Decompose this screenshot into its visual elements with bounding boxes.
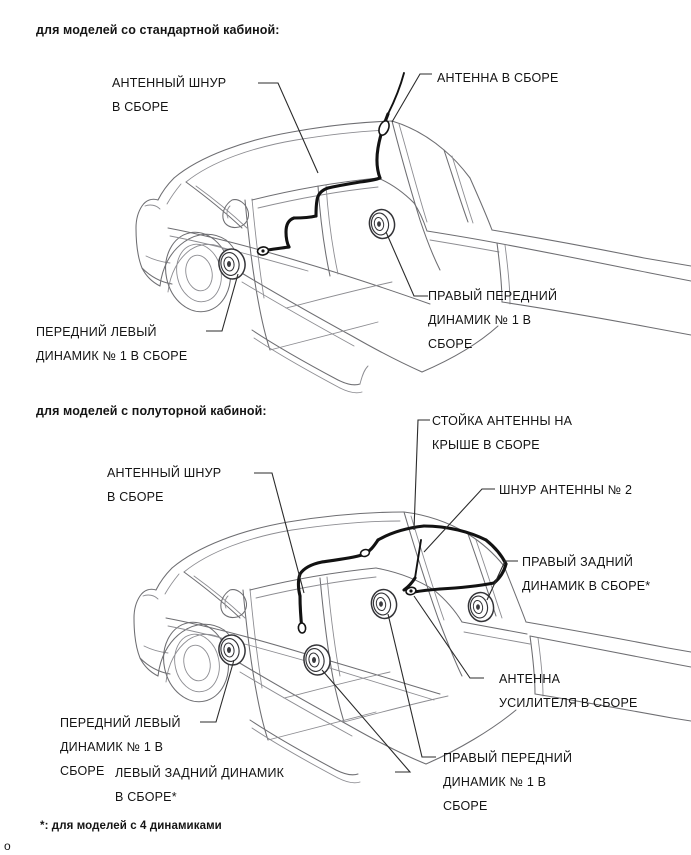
speaker-front-right-extended [370,588,398,620]
leader-lines-standard [206,73,432,332]
footnote-four-speaker-models: *: для моделей с 4 динамиками [40,820,222,832]
stray-character-mark: о [4,839,11,853]
antenna-cord-route-standard [256,72,405,256]
callout-standard-front-right-speaker: ПРАВЫЙ ПЕРЕДНИЙ ДИНАМИК № 1 В СБОРЕ [428,289,558,351]
callout-extended-antenna-cord-no2: ШНУР АНТЕННЫ № 2 [499,483,633,497]
callout-standard-front-left-speaker: ПЕРЕДНИЙ ЛЕВЫЙ ДИНАМИК № 1 В СБОРЕ [36,325,188,363]
callout-extended-rear-right-speaker: ПРАВЫЙ ЗАДНИЙ ДИНАМИК В СБОРЕ* [522,555,651,593]
speaker-front-left-standard [218,248,246,280]
callout-extended-front-right-speaker: ПРАВЫЙ ПЕРЕДНИЙ ДИНАМИК № 1 В СБОРЕ [443,751,573,813]
section-heading-standard-cab: для моделей со стандартной кабиной: [36,23,280,37]
callout-extended-antenna-cord: АНТЕННЫЙ ШНУР В СБОРЕ [107,466,222,504]
standard-cab-truck-body [135,120,691,394]
speaker-front-right-standard [368,208,396,240]
callout-standard-antenna-assembly: АНТЕННА В СБОРЕ [437,71,559,85]
callout-standard-antenna-cord: АНТЕННЫЙ ШНУР В СБОРЕ [112,76,227,114]
speaker-rear-right-extended [467,591,495,623]
speaker-front-left-extended [218,634,246,666]
leader-lines-extended [200,419,518,773]
section-heading-extended-cab: для моделей с полуторной кабиной: [36,404,267,418]
speaker-rear-left-extended [303,644,331,676]
antenna-cord-route-extended [296,524,508,634]
callout-extended-roof-antenna-pole: СТОЙКА АНТЕННЫ НА КРЫШЕ В СБОРЕ [432,414,573,452]
callout-extended-rear-left-speaker: ЛЕВЫЙ ЗАДНИЙ ДИНАМИК В СБОРЕ* [115,766,285,804]
callout-extended-front-left-speaker: ПЕРЕДНИЙ ЛЕВЫЙ ДИНАМИК № 1 В СБОРЕ [60,716,181,778]
callout-extended-amplifier-antenna: АНТЕННА УСИЛИТЕЛЯ В СБОРЕ [499,672,638,710]
